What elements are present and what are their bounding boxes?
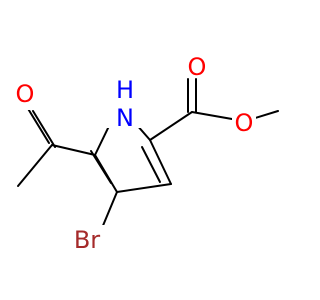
molecule-structure: O H N Br O O [10, 52, 279, 254]
acetyl-oxygen-label: O [16, 80, 35, 108]
bonds [17, 78, 279, 229]
atom-labels: O H N Br O O [10, 52, 256, 254]
bond-ring-c3-c4 [116, 183, 172, 193]
bond-ring-c2-c3-inner [141, 146, 161, 183]
ester-oxygen-label: O [235, 109, 254, 137]
bond-c4-br [101, 191, 118, 229]
pyrrole-h-label: H [116, 76, 134, 104]
bond-acetyl-co-1 [32, 110, 56, 148]
bond-ester-methyl [251, 110, 279, 120]
bond-ring-c4-c5-inner [90, 150, 112, 184]
bond-methyl-acetyl [17, 144, 53, 187]
pyrrole-n-label: N [116, 104, 134, 132]
ester-carbonyl-oxygen-label: O [188, 53, 207, 81]
bromine-label: Br [74, 226, 100, 254]
bond-acetyl-ring [51, 144, 96, 156]
bond-ring-c2-c3 [149, 139, 172, 185]
bond-ester-o [191, 111, 233, 120]
molecule-canvas: O H N Br O O [10, 52, 279, 254]
bond-acetyl-co-2 [26, 106, 50, 144]
bond-c2-ester [149, 111, 193, 141]
bond-ring-c5-n [94, 123, 111, 156]
